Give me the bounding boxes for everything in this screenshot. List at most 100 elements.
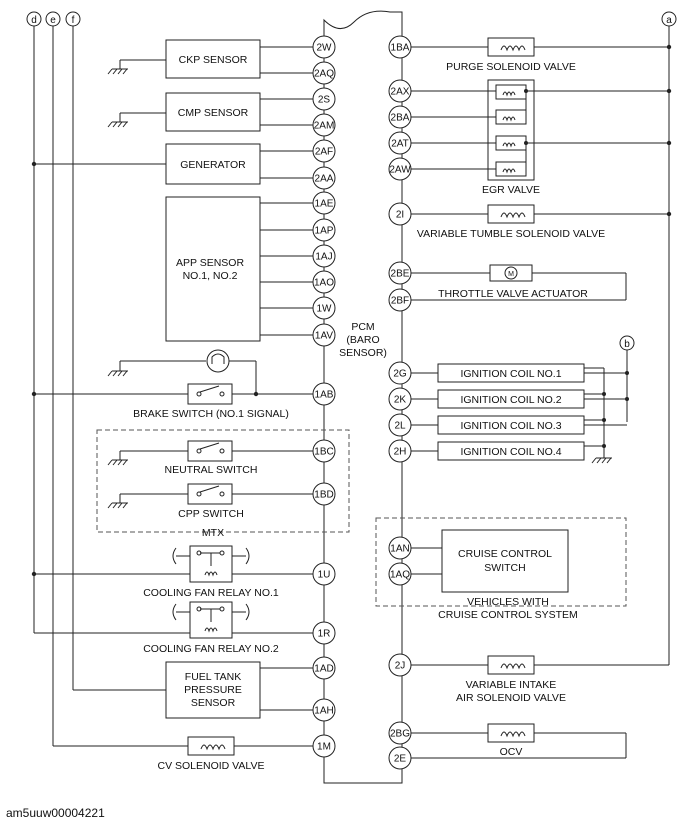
pin-right-2j: 2J xyxy=(388,653,412,677)
pin-right-label: 2K xyxy=(394,395,407,406)
pin-right-2bg: 2BG xyxy=(388,721,412,745)
pin-right-2aw: 2AW xyxy=(388,157,412,181)
pin-left-label: 1R xyxy=(318,629,331,640)
pin-right-label: 2L xyxy=(394,421,406,432)
ignition-ground xyxy=(584,367,612,464)
cpp-switch: CPP SWITCH xyxy=(107,483,313,520)
pin-right-label: 1AQ xyxy=(390,570,410,581)
cooling-fan-relay-2: COOLING FAN RELAY NO.2 xyxy=(34,601,313,655)
svg-text:IGNITION COIL NO.3: IGNITION COIL NO.3 xyxy=(460,420,561,432)
purge-solenoid-valve: PURGE SOLENOID VALVE xyxy=(411,37,672,73)
pin-left-2am: 2AM xyxy=(312,113,336,137)
svg-text:CRUISE CONTROL SYSTEM: CRUISE CONTROL SYSTEM xyxy=(438,609,578,621)
pin-right-label: 1BA xyxy=(391,43,410,54)
svg-text:M: M xyxy=(508,271,514,278)
pin-left-label: 2S xyxy=(318,95,331,106)
pin-right-label: 2BA xyxy=(391,113,410,124)
pin-left-1ao: 1AO xyxy=(312,270,336,294)
svg-text:BRAKE SWITCH (NO.1 SIGNAL): BRAKE SWITCH (NO.1 SIGNAL) xyxy=(133,408,289,420)
pin-right-label: 2I xyxy=(396,210,404,221)
ckp-sensor: CKP SENSOR xyxy=(107,39,313,79)
mtx-label: MTX xyxy=(202,527,224,539)
pin-left-label: 1AV xyxy=(315,331,333,342)
svg-text:SWITCH: SWITCH xyxy=(484,562,525,574)
pin-right-label: 2J xyxy=(395,661,406,672)
svg-text:d: d xyxy=(31,15,37,26)
pin-right-2e: 2E xyxy=(388,746,412,770)
pin-right-1an: 1AN xyxy=(388,536,412,560)
left-pin-group: 2W2AQ2S2AM2AF2AA1AE1AP1AJ1AO1W1AV1AB1BC1… xyxy=(312,35,336,758)
cmp-sensor: CMP SENSOR xyxy=(107,92,313,132)
cruise-region xyxy=(375,517,627,607)
pin-right-1ba: 1BA xyxy=(388,35,412,59)
bus-d: d xyxy=(26,11,42,27)
pin-right-label: 2AT xyxy=(391,139,409,150)
pin-right-2l: 2L xyxy=(388,413,412,437)
pin-left-label: 1AH xyxy=(314,706,333,717)
pin-left-label: 2AA xyxy=(315,174,334,185)
pin-left-1r: 1R xyxy=(312,621,336,645)
svg-text:NO.1, NO.2: NO.1, NO.2 xyxy=(183,270,238,282)
svg-text:CRUISE CONTROL: CRUISE CONTROL xyxy=(458,548,552,560)
svg-text:CMP SENSOR: CMP SENSOR xyxy=(178,107,249,119)
pin-right-1aq: 1AQ xyxy=(388,562,412,586)
pcm-label-1: PCM xyxy=(351,321,374,333)
pin-left-1m: 1M xyxy=(312,734,336,758)
pin-right-label: 2BG xyxy=(390,729,410,740)
pin-right-2k: 2K xyxy=(388,387,412,411)
variable-intake-air-solenoid-valve: VARIABLE INTAKE AIR SOLENOID VALVE xyxy=(411,655,669,704)
pin-left-label: 2AM xyxy=(314,121,335,132)
svg-text:THROTTLE VALVE ACTUATOR: THROTTLE VALVE ACTUATOR xyxy=(438,288,588,300)
pin-left-label: 1BD xyxy=(314,490,333,501)
neutral-switch: NEUTRAL SWITCH xyxy=(107,440,313,476)
svg-text:COOLING FAN RELAY NO.1: COOLING FAN RELAY NO.1 xyxy=(143,587,279,599)
svg-text:b: b xyxy=(624,339,630,350)
pin-left-1ad: 1AD xyxy=(312,656,336,680)
mtx-region xyxy=(96,429,350,533)
pin-right-2bf: 2BF xyxy=(388,288,412,312)
svg-text:IGNITION COIL NO.4: IGNITION COIL NO.4 xyxy=(460,446,561,458)
svg-text:APP SENSOR: APP SENSOR xyxy=(176,257,244,269)
pin-left-1aj: 1AJ xyxy=(312,244,336,268)
pin-right-label: 2BE xyxy=(391,269,410,280)
pin-left-label: 1W xyxy=(317,304,333,315)
throttle-valve-actuator: M THROTTLE VALVE ACTUATOR xyxy=(411,264,627,301)
pin-left-label: 1AJ xyxy=(315,252,332,263)
pin-left-label: 2W xyxy=(317,43,333,54)
pcm-outline xyxy=(323,10,403,784)
pin-right-2i: 2I xyxy=(388,202,412,226)
cruise-control-switch: CRUISE CONTROL SWITCH VEHICLES WITH CRUI… xyxy=(411,529,578,621)
pin-left-label: 2AF xyxy=(315,147,333,158)
pin-left-label: 1AO xyxy=(314,278,334,289)
pin-right-2be: 2BE xyxy=(388,261,412,285)
pin-right-2g: 2G xyxy=(388,361,412,385)
cv-solenoid-valve: CV SOLENOID VALVE xyxy=(53,736,313,772)
ocv: OCV xyxy=(411,723,627,759)
ignition-coil-4: IGNITION COIL NO.4 xyxy=(411,441,585,461)
ignition-coil-2: IGNITION COIL NO.2 xyxy=(411,389,629,409)
svg-text:CPP SWITCH: CPP SWITCH xyxy=(178,508,244,520)
diagram-code: am5uuw00004221 xyxy=(6,806,105,820)
pin-left-label: 1AE xyxy=(315,199,334,210)
svg-text:GENERATOR: GENERATOR xyxy=(180,159,246,171)
pin-right-label: 2AW xyxy=(389,165,411,176)
pin-left-label: 1AP xyxy=(315,226,334,237)
pin-left-label: 1U xyxy=(318,570,331,581)
pin-left-2w: 2W xyxy=(312,35,336,59)
pin-left-label: 1BC xyxy=(314,447,333,458)
pcm-label-2: (BARO xyxy=(346,334,379,346)
pin-right-label: 2E xyxy=(394,754,407,765)
svg-text:PRESSURE: PRESSURE xyxy=(184,684,242,696)
bus-e: e xyxy=(45,11,61,27)
right-pin-group: 1BA2AX2BA2AT2AW2I2BE2BF2G2K2L2H1AN1AQ2J2… xyxy=(388,35,412,770)
pin-left-1w: 1W xyxy=(312,296,336,320)
svg-text:e: e xyxy=(50,15,56,26)
pin-right-label: 1AN xyxy=(390,544,409,555)
pin-left-1ah: 1AH xyxy=(312,698,336,722)
svg-text:COOLING FAN RELAY NO.2: COOLING FAN RELAY NO.2 xyxy=(143,643,279,655)
pin-left-2af: 2AF xyxy=(312,139,336,163)
svg-text:VARIABLE TUMBLE SOLENOID VALVE: VARIABLE TUMBLE SOLENOID VALVE xyxy=(417,228,605,240)
pin-left-2aq: 2AQ xyxy=(312,61,336,85)
bus-a: a xyxy=(661,11,677,27)
